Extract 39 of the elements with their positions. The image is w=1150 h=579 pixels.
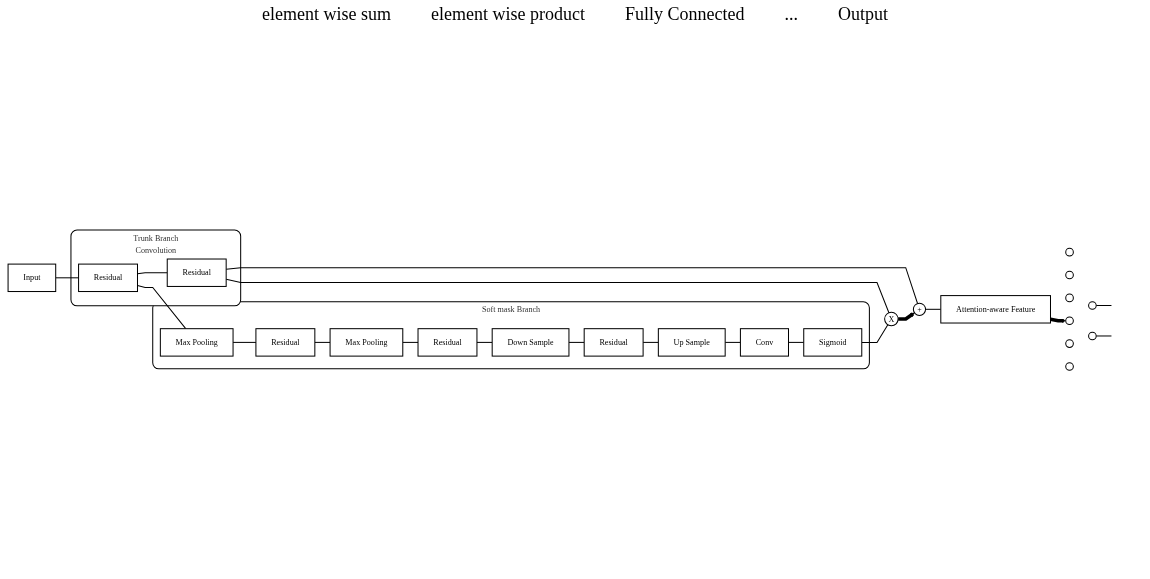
- node-box: Attention-aware Feature: [940, 294, 1051, 324]
- node-circle: [1065, 247, 1074, 257]
- diagram-label: element wise sum: [262, 4, 391, 25]
- node-box: Residual: [583, 328, 644, 357]
- node-circle: [1065, 293, 1074, 303]
- diagram-label: Output: [837, 4, 888, 25]
- node-box: Residual: [255, 328, 316, 357]
- node-circle: [1088, 331, 1097, 341]
- diagram-label: ...: [784, 4, 798, 25]
- node-box: Max Pooling: [159, 328, 234, 357]
- node-box: Sigmoid: [803, 328, 863, 357]
- node-circle: [1065, 316, 1074, 325]
- connector: [476, 341, 493, 343]
- connector: [1095, 335, 1112, 337]
- diagram-label: element wise product: [431, 4, 585, 25]
- node-box: Up Sample: [657, 328, 726, 357]
- diagram-label: Fully Connected: [624, 4, 745, 25]
- node-box: Conv: [739, 328, 789, 357]
- connector: [861, 324, 889, 343]
- node-circle: +: [912, 302, 927, 316]
- node-box: Max Pooling: [329, 328, 404, 357]
- connector: [314, 341, 331, 343]
- node-circle: [1065, 339, 1074, 348]
- arrow: [898, 312, 915, 321]
- node-box: Residual: [417, 328, 478, 357]
- node-box: Down Sample: [491, 328, 570, 357]
- node-box: Residual: [166, 258, 227, 287]
- connector: [402, 341, 419, 343]
- connector: [568, 341, 585, 343]
- connector: [137, 284, 187, 329]
- arrow: [1050, 317, 1066, 323]
- node-box: Residual: [78, 263, 138, 292]
- connector: [137, 272, 168, 275]
- node-box: Input: [7, 263, 57, 292]
- node-circle: [1065, 270, 1074, 280]
- node-circle: [1088, 301, 1097, 310]
- node-circle: X: [884, 311, 899, 327]
- node-circle: [1065, 361, 1074, 371]
- connector: [1095, 304, 1112, 306]
